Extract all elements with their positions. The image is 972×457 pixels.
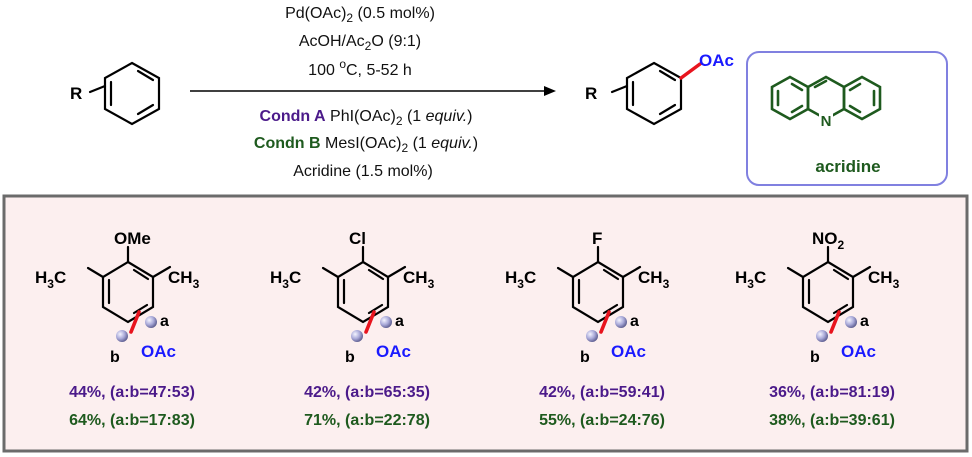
oac-label: OAc: [141, 342, 176, 361]
yield-condition-a: 44%, (a:b=47:53): [69, 384, 195, 401]
top-substituent-label: Cl: [349, 229, 366, 248]
reaction-arrow: [190, 86, 556, 96]
site-a-marker: [845, 316, 857, 328]
double-bond: [132, 268, 150, 281]
top-substituent-label: F: [592, 229, 602, 248]
left-methyl-label: H3C: [505, 268, 536, 291]
left-methyl-bond: [556, 266, 575, 279]
site-b-marker: [351, 330, 363, 342]
site-a-label: a: [160, 313, 169, 330]
product-benzene: R OAc: [585, 51, 734, 126]
substrate-panel: [2, 194, 969, 453]
site-b-marker: [586, 330, 598, 342]
double-bond: [832, 268, 850, 281]
right-methyl-label: CH3: [168, 268, 200, 291]
site-b-marker: [116, 330, 128, 342]
oac-label: OAc: [611, 342, 646, 361]
product-r-label: R: [585, 84, 597, 103]
acridine-structure-box: N acridine: [746, 51, 948, 186]
site-a-label: a: [630, 313, 639, 330]
condition-acridine: Acridine (1.5 mol%): [293, 163, 433, 180]
left-methyl-label: H3C: [735, 268, 766, 291]
left-methyl-label: H3C: [35, 268, 66, 291]
substrate-card: F H3C CH3 a b OAc 42%, (a:b=59:41) 55%, (a:b=24…: [505, 229, 670, 429]
condition-catalyst: Pd(OAc)2 (0.5 mol%): [285, 5, 435, 25]
double-bond: [367, 303, 384, 315]
c-h-bond-highlight: [829, 310, 841, 334]
site-a-marker: [145, 316, 157, 328]
right-methyl-bond: [151, 265, 172, 279]
site-b-label: b: [345, 349, 355, 366]
double-bond: [602, 303, 619, 315]
yield-condition-a: 42%, (a:b=59:41): [539, 384, 665, 401]
yield-condition-b: 55%, (a:b=24:76): [539, 412, 665, 429]
c-h-bond-highlight: [599, 310, 611, 334]
site-a-marker: [615, 316, 627, 328]
right-methyl-label: CH3: [868, 268, 900, 291]
site-b-label: b: [810, 349, 820, 366]
condition-temperature: 100 oC, 5-52 h: [308, 57, 412, 79]
condition-b: Condn B MesI(OAc)2 (1 equiv.): [254, 135, 478, 155]
right-methyl-bond: [851, 265, 872, 279]
reactant-r-label: R: [70, 84, 82, 103]
yield-condition-b: 71%, (a:b=22:78): [304, 412, 430, 429]
double-bond: [367, 268, 385, 281]
site-a-label: a: [395, 313, 404, 330]
left-methyl-bond: [786, 266, 805, 279]
yield-condition-a: 42%, (a:b=65:35): [304, 384, 430, 401]
site-b-label: b: [110, 349, 120, 366]
reactant-benzene: R: [70, 61, 161, 126]
product-oac-label: OAc: [699, 51, 734, 70]
reaction-conditions: Pd(OAc)2 (0.5 mol%) AcOH/Ac2O (9:1) 100 …: [254, 5, 478, 180]
oac-label: OAc: [841, 342, 876, 361]
condition-a: Condn A PhI(OAc)2 (1 equiv.): [260, 108, 473, 128]
yield-condition-b: 38%, (a:b=39:61): [769, 412, 895, 429]
left-methyl-label: H3C: [270, 268, 301, 291]
c-h-bond-highlight: [129, 310, 141, 334]
acridine-nitrogen-label: N: [821, 113, 832, 130]
right-methyl-label: CH3: [638, 268, 670, 291]
site-b-marker: [816, 330, 828, 342]
left-methyl-bond: [321, 266, 340, 279]
left-methyl-bond: [86, 266, 105, 279]
c-h-bond-highlight: [364, 310, 376, 334]
condition-solvent: AcOH/Ac2O (9:1): [299, 33, 421, 53]
top-substituent-label: NO2: [812, 229, 845, 252]
top-substituent-label: OMe: [114, 229, 151, 248]
right-methyl-bond: [621, 265, 642, 279]
right-methyl-label: CH3: [403, 268, 435, 291]
yield-condition-b: 64%, (a:b=17:83): [69, 412, 195, 429]
site-a-label: a: [860, 313, 869, 330]
double-bond: [602, 268, 620, 281]
double-bond: [832, 303, 849, 315]
double-bond: [132, 303, 149, 315]
right-methyl-bond: [386, 265, 407, 279]
oac-label: OAc: [376, 342, 411, 361]
yield-condition-a: 36%, (a:b=81:19): [769, 384, 895, 401]
site-a-marker: [380, 316, 392, 328]
site-b-label: b: [580, 349, 590, 366]
acridine-label: acridine: [815, 157, 880, 176]
